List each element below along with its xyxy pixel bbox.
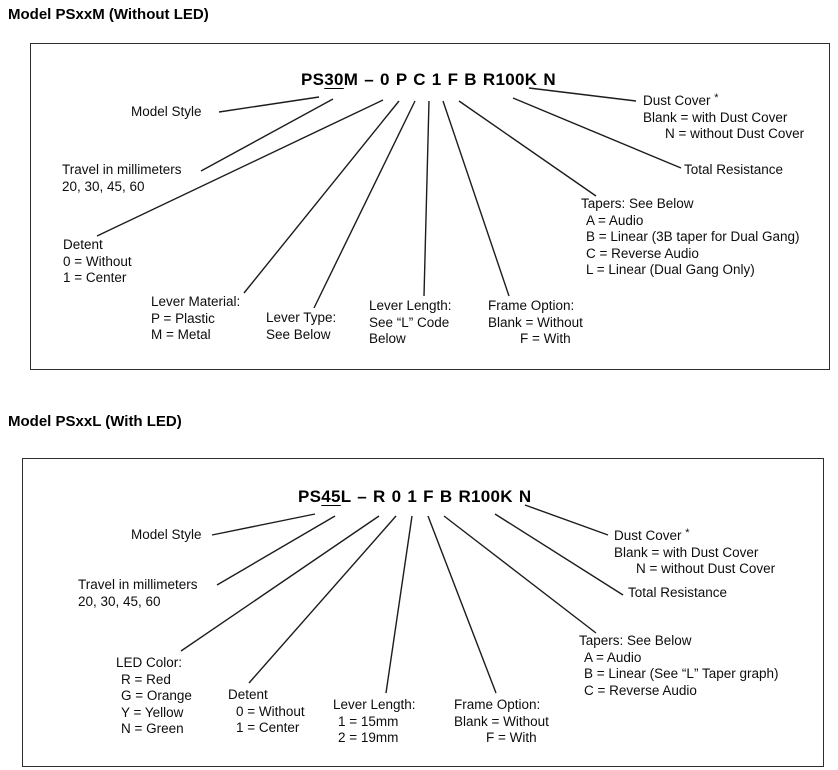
section-title-psxxm: Model PSxxM (Without LED) <box>8 6 209 23</box>
callout-line-model-style <box>211 513 316 536</box>
callout-frame-option: Frame Option: Blank = Without F = With <box>454 697 549 745</box>
callout-line-tapers <box>458 100 597 197</box>
callout-detent: Detent 0 = Without 1 = Center <box>228 687 305 735</box>
part-number-prefix: PS <box>301 70 325 89</box>
callout-model-style: Model Style <box>131 527 202 542</box>
callout-line-frame-option <box>442 100 510 297</box>
callout-line-total-resistance <box>494 513 624 596</box>
dust-cover-asterisk: * <box>685 527 690 539</box>
callout-line-lever-type <box>313 100 416 309</box>
part-number: PS30M – 0 P C 1 F B R100K N <box>301 70 556 90</box>
callout-dust-cover: Dust Cover * Blank = with Dust Cover N =… <box>643 92 805 141</box>
callout-model-style: Model Style <box>131 104 202 119</box>
callout-lever-type: Lever Type: See Below <box>266 310 337 342</box>
callout-dust-cover: Dust Cover * Blank = with Dust Cover N =… <box>614 527 776 576</box>
callout-travel: Travel in millimeters 20, 30, 45, 60 <box>62 162 182 194</box>
callout-line-travel <box>216 515 336 586</box>
callout-line-dust-cover <box>524 504 609 536</box>
part-number-code: M – 0 P C 1 F B R100K N <box>343 70 556 89</box>
callout-led-color: LED Color: R = Red G = Orange Y = Yellow… <box>116 655 192 736</box>
callout-line-tapers <box>443 515 597 634</box>
callout-line-model-style <box>218 96 320 113</box>
part-number: PS45L – R 0 1 F B R100K N <box>298 487 531 507</box>
callout-lever-length: Lever Length: See “L” Code Below <box>369 298 452 346</box>
callout-line-travel <box>200 98 334 172</box>
callout-tapers: Tapers: See Below A = Audio B = Linear (… <box>579 633 779 698</box>
callout-detent: Detent 0 = Without 1 = Center <box>63 237 132 285</box>
dust-cover-asterisk: * <box>714 92 719 104</box>
callout-line-lever-material <box>243 100 400 294</box>
callout-total-resistance: Total Resistance <box>628 585 728 600</box>
part-number-prefix: PS <box>298 487 322 506</box>
callout-line-led-color <box>180 515 380 652</box>
callout-lever-length: Lever Length: 1 = 15mm 2 = 19mm <box>333 697 416 745</box>
psxxl-diagram-box: PS45L – R 0 1 F B R100K N Model Style Tr… <box>22 458 824 767</box>
callout-frame-option: Frame Option: Blank = Without F = With <box>488 298 583 346</box>
psxxm-diagram-box: PS30M – 0 P C 1 F B R100K N Model Style … <box>30 43 830 370</box>
part-number-code: L – R 0 1 F B R100K N <box>340 487 532 506</box>
callout-tapers: Tapers: See Below A = Audio B = Linear (… <box>581 196 800 277</box>
part-number-travel-digits: 45 <box>321 487 341 506</box>
callout-line-frame-option <box>427 515 497 694</box>
callout-travel: Travel in millimeters 20, 30, 45, 60 <box>78 577 198 609</box>
section-title-psxxl: Model PSxxL (With LED) <box>8 413 182 430</box>
part-number-travel-digits: 30 <box>324 70 344 89</box>
callout-line-detent <box>248 515 397 684</box>
callout-line-lever-length <box>423 100 430 297</box>
callout-line-lever-length <box>385 515 413 694</box>
callout-lever-material: Lever Material: P = Plastic M = Metal <box>151 294 241 342</box>
callout-total-resistance: Total Resistance <box>684 162 784 177</box>
